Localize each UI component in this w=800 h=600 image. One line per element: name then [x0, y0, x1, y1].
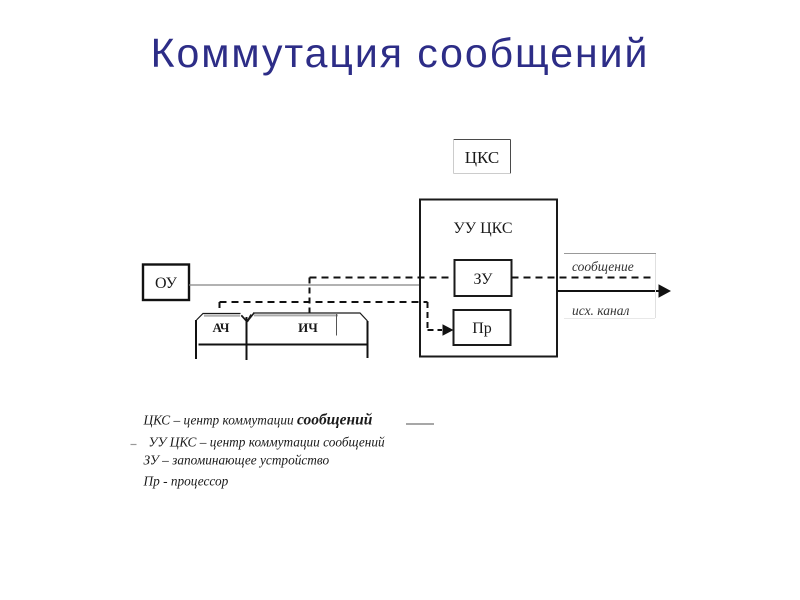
svg-text:УУ ЦКС: УУ ЦКС: [453, 220, 512, 237]
svg-text:ОУ: ОУ: [155, 275, 178, 292]
svg-text:Пр: Пр: [472, 320, 492, 337]
svg-text:ЦКС – центр коммутации сообщен: ЦКС – центр коммутации сообщений: [143, 412, 373, 429]
svg-text:ИЧ: ИЧ: [298, 320, 318, 335]
svg-text:исх. канал: исх. канал: [572, 303, 629, 318]
svg-text:ЗУ – запоминающее устройство: ЗУ – запоминающее устройство: [144, 453, 330, 468]
svg-text:Пр - процессор: Пр - процессор: [143, 474, 229, 489]
svg-text:АЧ: АЧ: [213, 320, 230, 335]
svg-text:УУ ЦКС – центр коммутации сооб: УУ ЦКС – центр коммутации сообщений: [149, 435, 386, 450]
svg-text:ЗУ: ЗУ: [474, 271, 494, 288]
svg-text:сообщение: сообщение: [572, 259, 634, 274]
svg-text:ЦКС: ЦКС: [465, 148, 500, 167]
